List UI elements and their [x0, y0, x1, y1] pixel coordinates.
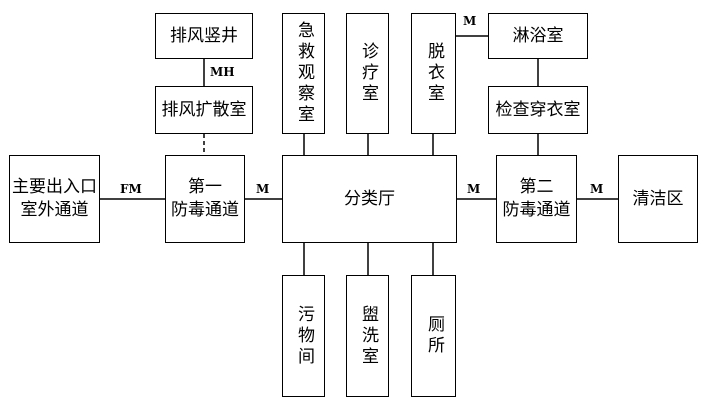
door-label-mh: MH — [210, 65, 235, 79]
room-exhaust-diffusion-label: 排风扩散室 — [161, 99, 247, 120]
room-toilet-label: 厕所 — [424, 315, 444, 357]
room-clean-area: 清洁区 — [618, 155, 698, 243]
room-triage-hall-label: 分类厅 — [344, 188, 395, 209]
door-label-m-second-clean: M — [590, 182, 604, 196]
room-inspection-dressing: 检查穿衣室 — [488, 86, 588, 134]
room-shower: 淋浴室 — [488, 13, 588, 59]
room-second-passage: 第二 防毒通道 — [496, 155, 577, 243]
room-exhaust-shaft: 排风竖井 — [155, 13, 253, 59]
door-label-m-triage-second: M — [467, 182, 481, 196]
room-clean-area-label: 清洁区 — [632, 188, 684, 209]
room-consultation-label: 诊疗室 — [358, 42, 378, 105]
door-label-fm: FM — [120, 182, 142, 196]
room-consultation: 诊疗室 — [346, 13, 389, 134]
room-emergency-observation: 急救观察室 — [282, 13, 325, 134]
room-first-passage-label: 第一 防毒通道 — [171, 177, 239, 220]
room-washroom-label: 盥洗室 — [358, 304, 378, 368]
room-sewage: 污物间 — [282, 275, 325, 397]
room-exhaust-shaft-label: 排风竖井 — [170, 25, 238, 46]
room-first-passage: 第一 防毒通道 — [165, 155, 245, 243]
room-undressing: 脱衣室 — [411, 13, 456, 134]
door-label-m-first-triage: M — [256, 182, 270, 196]
door-label-m-undress-shower: M — [463, 14, 477, 28]
room-toilet: 厕所 — [411, 275, 456, 397]
room-main-entrance-label: 主要出入口 室外通道 — [12, 177, 97, 220]
room-triage-hall: 分类厅 — [282, 155, 457, 243]
room-washroom: 盥洗室 — [346, 275, 389, 397]
room-exhaust-diffusion: 排风扩散室 — [155, 86, 253, 134]
room-second-passage-label: 第二 防毒通道 — [502, 177, 571, 220]
room-undressing-label: 脱衣室 — [424, 42, 444, 105]
room-emergency-observation-label: 急救观察室 — [294, 21, 314, 126]
room-shower-label: 淋浴室 — [512, 25, 564, 46]
room-sewage-label: 污物间 — [294, 304, 314, 368]
room-main-entrance: 主要出入口 室外通道 — [9, 155, 100, 243]
room-inspection-dressing-label: 检查穿衣室 — [495, 99, 581, 120]
